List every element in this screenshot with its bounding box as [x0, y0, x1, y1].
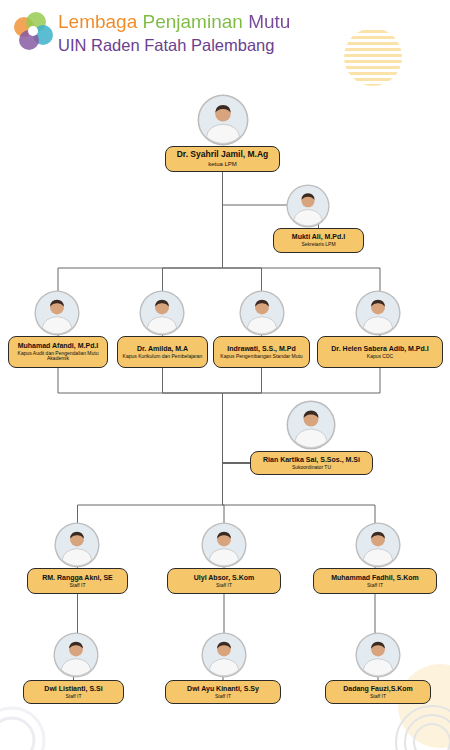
person-box: Muhammad Fadhil, S.KomStaff IT — [313, 568, 437, 594]
org-title: Lembaga Penjaminan Mutu — [58, 12, 290, 33]
portrait-photo — [355, 522, 400, 567]
person-box: Dwi Ayu Kinanti, S.SyStaff IT — [165, 680, 281, 704]
person-box: Rian Kartika Sai, S.Sos., M.SiSukoordina… — [250, 451, 373, 475]
portrait-photo — [287, 401, 336, 450]
role-title: ketua LPM — [208, 161, 237, 168]
head-box: Dr. Syahril Jamil, M.Agketua LPM — [165, 146, 280, 172]
deco-arc — [0, 718, 34, 750]
org-connector — [223, 463, 251, 568]
logo-circle — [26, 12, 46, 32]
deco-arc — [396, 706, 450, 750]
portrait-photo — [286, 184, 329, 227]
org-connector — [223, 172, 262, 336]
person-name: Rian Kartika Sai, S.Sos., M.Si — [263, 456, 360, 464]
deco-circle — [344, 28, 402, 86]
role-title: Sukoordinator TU — [292, 465, 331, 471]
person-box: Indrawati, S.S., M.PdKapus Pengembangan … — [213, 336, 310, 368]
person-name: Dr. Helen Sabera Adib, M.Pd.I — [331, 345, 428, 353]
org-connector — [163, 172, 223, 336]
org-connector — [78, 463, 251, 568]
person-name: Ulyl Absor, S.Kom — [194, 574, 254, 582]
role-title: Kapus CDC — [367, 354, 393, 360]
role-title: Staff IT — [69, 583, 85, 589]
portrait-photo — [355, 632, 400, 677]
person-box: Mukti Ali, M.Pd.ISekretaris LPM — [273, 228, 364, 253]
portrait-photo — [239, 290, 284, 335]
role-title: Kapus Kurikulum dan Pembelajaran — [123, 354, 203, 360]
subtitle-label: UIN Raden Fatah Palembang — [58, 36, 274, 54]
deco-arc — [0, 708, 44, 750]
person-name: Muhamad Afandi, M.Pd.I — [18, 342, 99, 350]
role-title: Staff IT — [215, 694, 231, 700]
deco-arc — [405, 715, 450, 750]
person-box: Ulyl Absor, S.KomStaff IT — [167, 568, 281, 594]
org-connector — [223, 594, 224, 680]
person-name: Indrawati, S.S., M.Pd — [227, 345, 295, 353]
person-name: Dwi Ayu Kinanti, S.Sy — [187, 685, 259, 693]
person-name: RM. Rangga Akni, SE — [42, 574, 113, 582]
portrait-photo — [139, 290, 184, 335]
deco-arc — [414, 724, 450, 750]
person-box: Muhamad Afandi, M.Pd.IKapus Audit dan Pe… — [8, 336, 108, 368]
portrait-photo — [201, 632, 246, 677]
logo-circle — [19, 30, 39, 50]
org-connector — [223, 368, 262, 463]
role-title: Kapus Audit dan Pengendalian Mutu Akadem… — [12, 351, 104, 362]
org-connector — [223, 463, 376, 568]
role-title: Staff IT — [65, 694, 81, 700]
org-connector — [223, 368, 381, 463]
person-name: Muhammad Fadhil, S.Kom — [331, 574, 419, 582]
role-title: Staff IT — [370, 694, 386, 700]
logo-circle — [14, 17, 34, 37]
person-name: Mukti Ali, M.Pd.I — [292, 233, 345, 241]
org-connector — [375, 594, 378, 680]
portrait-photo — [198, 95, 249, 146]
org-connector — [58, 172, 223, 336]
logo — [14, 12, 53, 50]
person-name: Dr. Syahril Jamil, M.Ag — [177, 150, 269, 160]
org-connector — [223, 172, 319, 228]
role-title: Staff IT — [367, 583, 383, 589]
portrait-photo — [54, 522, 99, 567]
role-title: Staff IT — [216, 583, 232, 589]
portrait-photo — [34, 290, 79, 335]
portrait-photo — [355, 290, 400, 335]
portrait-photo — [53, 632, 98, 677]
org-connector — [74, 594, 78, 680]
person-box: Dr. Amilda, M.AKapus Kurikulum dan Pembe… — [117, 336, 208, 368]
person-box: RM. Rangga Akni, SEStaff IT — [27, 568, 128, 594]
person-box: Dadang Fauzi,S.KomStaff IT — [325, 680, 431, 704]
person-box: Dr. Helen Sabera Adib, M.Pd.IKapus CDC — [317, 336, 443, 368]
logo-circle — [33, 25, 53, 45]
person-box: Dwi Listianti, S.SiStaff IT — [23, 680, 124, 704]
org-connector — [223, 172, 381, 336]
role-title: Sekretaris LPM — [301, 242, 335, 248]
person-name: Dwi Listianti, S.Si — [44, 685, 102, 693]
org-connector — [58, 368, 250, 463]
logo-center — [28, 26, 38, 36]
person-name: Dr. Amilda, M.A — [137, 345, 188, 353]
deco-circle — [398, 664, 450, 748]
person-name: Dadang Fauzi,S.Kom — [343, 685, 413, 693]
role-title: Kapus Pengembangan Standar Mutu — [220, 354, 302, 360]
org-connector — [163, 368, 251, 463]
portrait-photo — [201, 522, 246, 567]
